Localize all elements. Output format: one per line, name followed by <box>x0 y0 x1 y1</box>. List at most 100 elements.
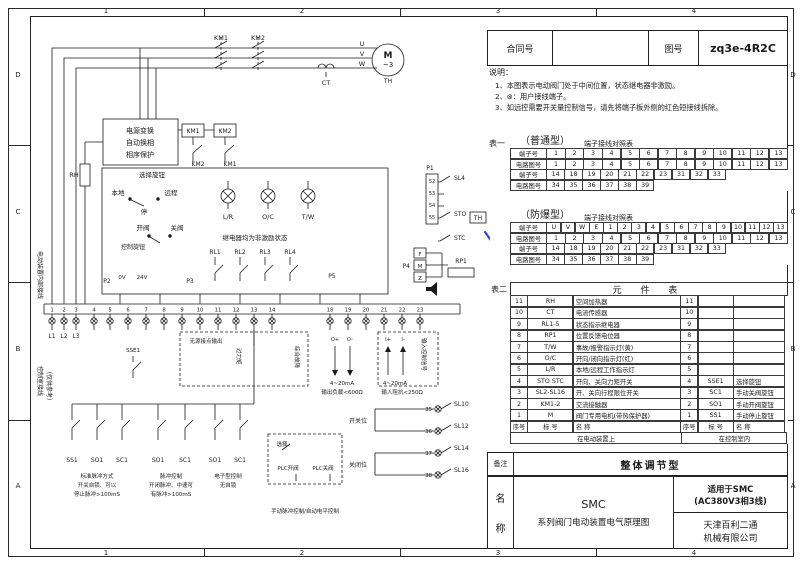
schematic-label: I+ <box>385 337 391 343</box>
svg-text:2: 2 <box>62 307 65 313</box>
schematic-label: KM1 <box>187 128 200 135</box>
component-cell: 事故/报警指示灯(黄) <box>572 341 681 354</box>
grid-ref-label: 3 <box>495 7 501 15</box>
terminal: 22 <box>398 307 406 330</box>
svg-text:21: 21 <box>381 307 388 313</box>
terminal: 14 <box>268 307 276 330</box>
terminal-cell: 3 <box>583 148 603 160</box>
schematic-label: 38 <box>425 473 432 479</box>
schematic-label: KM1 <box>214 34 228 42</box>
schematic-label: SL4 <box>454 175 465 182</box>
passive-contact-box <box>179 331 309 387</box>
component-cell <box>697 363 734 376</box>
terminal-cell: 3 <box>583 232 603 244</box>
terminal-cell: 10 <box>713 232 733 244</box>
schematic-label: 电子型控制 <box>214 472 242 480</box>
schematic-label: RL1 <box>209 249 221 256</box>
drawing-title: SMC 系列阀门电动装置电气原理图 <box>514 477 674 548</box>
component-cell: SSE1 <box>697 375 734 388</box>
schematic-label: P2 <box>103 278 111 285</box>
border-tick <box>788 282 794 283</box>
title-block: 名 称 SMC 系列阀门电动装置电气原理图 适用于SMC (AC380V3相3线… <box>487 476 788 549</box>
terminal-cell: 14 <box>546 243 565 255</box>
terminal-cell: 5 <box>620 148 640 160</box>
component-cell <box>733 295 786 308</box>
terminal-cell: W <box>574 222 590 234</box>
schematic-label: 无自锁 <box>220 481 237 489</box>
component-cell: 6 <box>510 352 528 365</box>
terminal-cell: 8 <box>676 148 696 160</box>
terminal-cell: 8 <box>702 222 718 234</box>
component-footer-row: 在电动装置上在控制室内 <box>510 432 788 445</box>
schematic-label: RP1 <box>455 258 467 265</box>
border-tick <box>400 549 401 557</box>
terminal: 7 <box>142 307 150 330</box>
connector-p1 <box>425 173 439 225</box>
terminal-cell: 11 <box>744 222 760 234</box>
component-cell <box>697 306 734 319</box>
schematic-label: Z <box>418 276 422 282</box>
terminal-cell: 32 <box>689 169 709 181</box>
grid-ref-label: C <box>15 208 21 216</box>
pushbutton-switches <box>71 412 249 440</box>
schematic-label: 开关位 <box>349 417 367 425</box>
schematic-label: 选择旋钮 <box>139 170 166 179</box>
schematic-label: T/W <box>301 213 315 221</box>
schematic-label: KM2 <box>219 128 232 135</box>
relay-contacts <box>214 257 299 281</box>
title-block-right: 适用于SMC (AC380V3相3线) 天津百利二通 机械有限公司 <box>674 477 787 548</box>
grid-ref-label: B <box>15 345 21 353</box>
terminal-cell: 13 <box>768 148 788 160</box>
schematic-label: 停止脉冲>100mS <box>74 490 120 498</box>
grid-ref-label: A <box>15 482 21 490</box>
terminal-cell: 12 <box>758 222 774 234</box>
terminal-cell: 23 <box>653 243 673 255</box>
grid-ref-label: 1 <box>103 7 109 15</box>
component-cell: 4 <box>510 375 528 388</box>
component-row: 序号标 号名 称序号标 号名 称 <box>510 420 788 433</box>
terminal-cell: 10 <box>713 148 733 160</box>
component-cell: 电流传感器 <box>572 306 681 319</box>
component-cell: 选择旋钮 <box>733 375 786 388</box>
component-cell: KM1-2 <box>527 398 574 411</box>
component-cell: 6 <box>680 352 699 365</box>
border-tick <box>596 8 597 16</box>
svg-text:13: 13 <box>251 307 258 313</box>
component-cell: T/W <box>527 341 574 354</box>
component-cell: 8 <box>680 329 699 342</box>
terminal-cell: 1 <box>546 158 566 170</box>
grid-ref-label: D <box>790 71 796 79</box>
terminal-cell: 7 <box>688 222 703 234</box>
terminal-cell: 7 <box>657 158 677 170</box>
terminal-cell: 9 <box>716 222 732 234</box>
drawing-no-value: zq3e-4R2C <box>698 31 787 65</box>
terminal-cell: 37 <box>600 253 619 265</box>
schematic-label: SL14 <box>454 445 469 452</box>
terminal-cell: 34 <box>546 179 565 191</box>
schematic-label: 54 <box>429 203 435 209</box>
component-cell <box>733 363 786 376</box>
component-cell: 名 称 <box>572 420 681 433</box>
terminal-cell: 38 <box>618 179 637 191</box>
component-cell: 4 <box>680 375 699 388</box>
header-table: 合同号 图号 zq3e-4R2C <box>487 30 788 66</box>
schematic-label: SL16 <box>454 467 469 474</box>
schematic-label: O+ <box>331 337 339 343</box>
terminal-cell: 8 <box>676 232 696 244</box>
terminal-cell: 2 <box>564 232 585 244</box>
contract-value <box>552 31 648 65</box>
component-cell: 10 <box>680 306 699 319</box>
terminal: 11 <box>214 307 222 330</box>
svg-text:4: 4 <box>92 307 96 313</box>
border-tick <box>788 145 794 146</box>
grid-ref-label: 4 <box>691 7 697 15</box>
terminal-cell: 4 <box>602 232 622 244</box>
grid-ref-label: 2 <box>299 7 305 15</box>
phase-wires <box>51 47 377 304</box>
svg-text:3: 3 <box>74 307 77 313</box>
terminal-cell: 13 <box>773 222 788 234</box>
terminal-cell: 22 <box>635 169 655 181</box>
component-cell: CT <box>527 306 574 319</box>
